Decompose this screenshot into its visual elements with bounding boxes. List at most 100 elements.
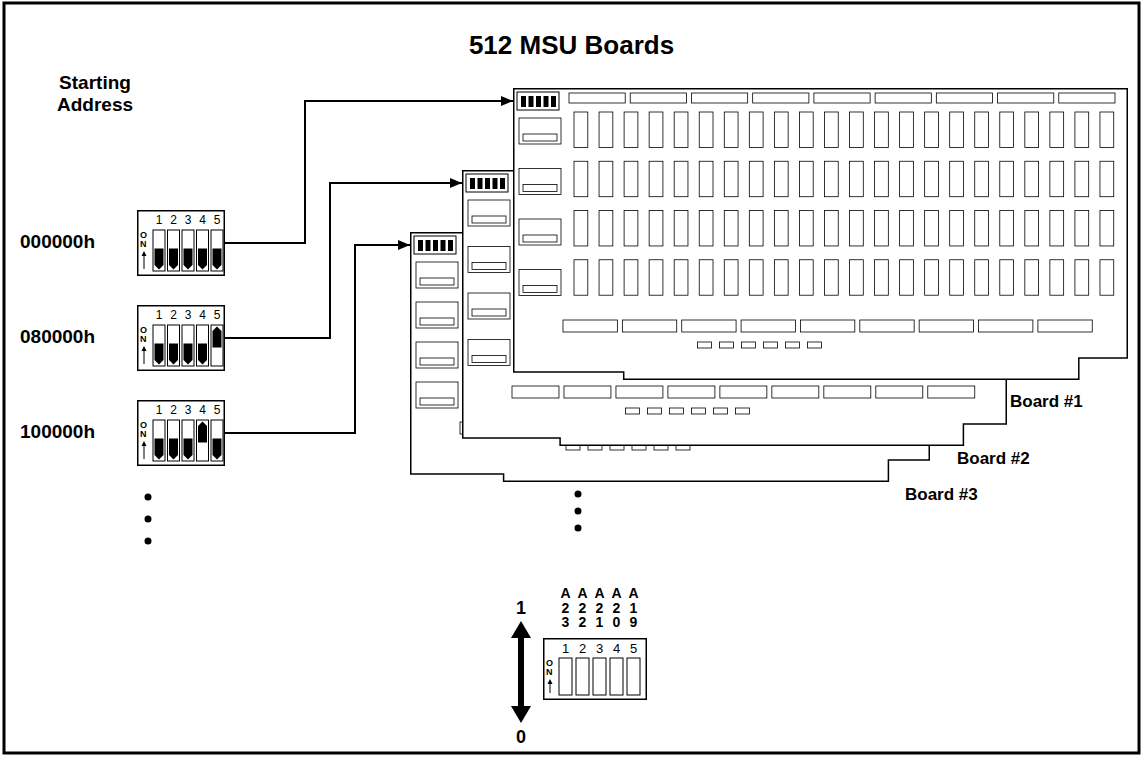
memory-chip [574, 161, 588, 196]
dip-switch [137, 400, 225, 466]
memory-chip [799, 260, 813, 295]
small-part [566, 444, 580, 450]
memory-chip [850, 161, 864, 196]
memory-chip [574, 256, 585, 284]
memory-chip [588, 285, 600, 318]
memory-chip [522, 239, 534, 272]
memory-chip [512, 256, 523, 284]
memory-chip [824, 260, 838, 295]
memory-chip [677, 334, 688, 362]
switch-slot [168, 325, 180, 366]
diagram-title: 512 MSU Boards [0, 30, 1143, 61]
ic-chip [509, 422, 553, 434]
ic-chip [876, 386, 923, 398]
memory-chip [636, 256, 647, 284]
board-label: Board #3 [905, 485, 978, 505]
memory-chip [802, 295, 813, 323]
ic-chip [1059, 93, 1115, 103]
memory-chip [850, 194, 862, 227]
memory-chip [741, 330, 753, 363]
ic-chip [892, 175, 940, 185]
memory-chip [470, 256, 481, 284]
memory-chip [740, 295, 751, 323]
memory-chip [553, 372, 564, 400]
ic-chip [936, 93, 992, 103]
starting-address: 080000h [20, 326, 95, 348]
memory-chip [950, 211, 964, 246]
small-part [676, 444, 690, 450]
memory-chip [850, 112, 864, 147]
ic-chip [691, 93, 747, 103]
regulator [416, 302, 458, 328]
memory-chip [872, 194, 884, 227]
memory-chip [885, 334, 896, 362]
memory-chip [828, 194, 840, 227]
ic-chip [657, 422, 701, 434]
memory-chip [698, 256, 709, 284]
memory-chip [850, 285, 862, 318]
regulator [468, 293, 510, 319]
memory-chip [491, 256, 502, 284]
memory-chip [674, 211, 688, 246]
memory-chip [850, 330, 862, 363]
switch-number: 3 [182, 403, 194, 417]
memory-chip [828, 285, 840, 318]
memory-chip [1100, 211, 1114, 246]
memory-chip [875, 260, 889, 295]
memory-chip [824, 112, 838, 147]
memory-chip [925, 211, 939, 246]
memory-chip [760, 334, 771, 362]
small-part [610, 444, 624, 450]
column-heading: Starting Address [38, 72, 152, 116]
memory-chip [807, 285, 819, 318]
memory-chip [470, 334, 481, 362]
small-part [764, 342, 778, 348]
switch-actuator [155, 343, 164, 364]
memory-chip [697, 285, 709, 318]
regulator [468, 247, 510, 273]
memory-chip [636, 372, 647, 400]
switch-number: 2 [168, 213, 180, 227]
memory-chip [774, 211, 788, 246]
dip-switch [137, 210, 225, 276]
memory-chip [491, 295, 502, 323]
memory-chip [544, 194, 556, 227]
memory-chip [1075, 112, 1089, 147]
board-dip-key [470, 178, 475, 189]
memory-chip [657, 334, 668, 362]
memory-chip [699, 112, 713, 147]
board-dip-key [441, 240, 446, 251]
on-arrow [144, 445, 145, 459]
address-line-label: A23 [559, 586, 572, 630]
memory-chip [632, 285, 644, 318]
memory-chip [719, 194, 731, 227]
ic-chip [824, 386, 871, 398]
ic-chip [772, 386, 819, 398]
memory-chip [1025, 161, 1039, 196]
memory-chip [749, 161, 763, 196]
regulator-tab [420, 318, 454, 325]
memory-chip [960, 194, 972, 227]
memory-chip [785, 330, 797, 363]
memory-chip [1000, 211, 1014, 246]
switch-actuator [169, 343, 178, 364]
memory-chip [657, 256, 668, 284]
switch-slot [211, 325, 223, 366]
switch-number: 1 [153, 403, 165, 417]
ic-chip [625, 175, 673, 185]
board-dip-switch [414, 236, 456, 254]
board-dip-key [544, 96, 549, 107]
ic-chip [466, 237, 512, 247]
switch-slot [197, 325, 209, 366]
small-part [742, 342, 756, 348]
board-outline [411, 233, 930, 482]
ic-chip [741, 320, 795, 332]
on-arrow-head [142, 441, 147, 446]
switch-slot [168, 230, 180, 271]
ellipsis-dot [575, 525, 582, 532]
switch-number: 5 [211, 403, 223, 417]
regulator-tab [523, 185, 557, 192]
memory-chip [1075, 260, 1089, 295]
memory-chip [1000, 260, 1014, 295]
switch-actuator [169, 248, 178, 269]
